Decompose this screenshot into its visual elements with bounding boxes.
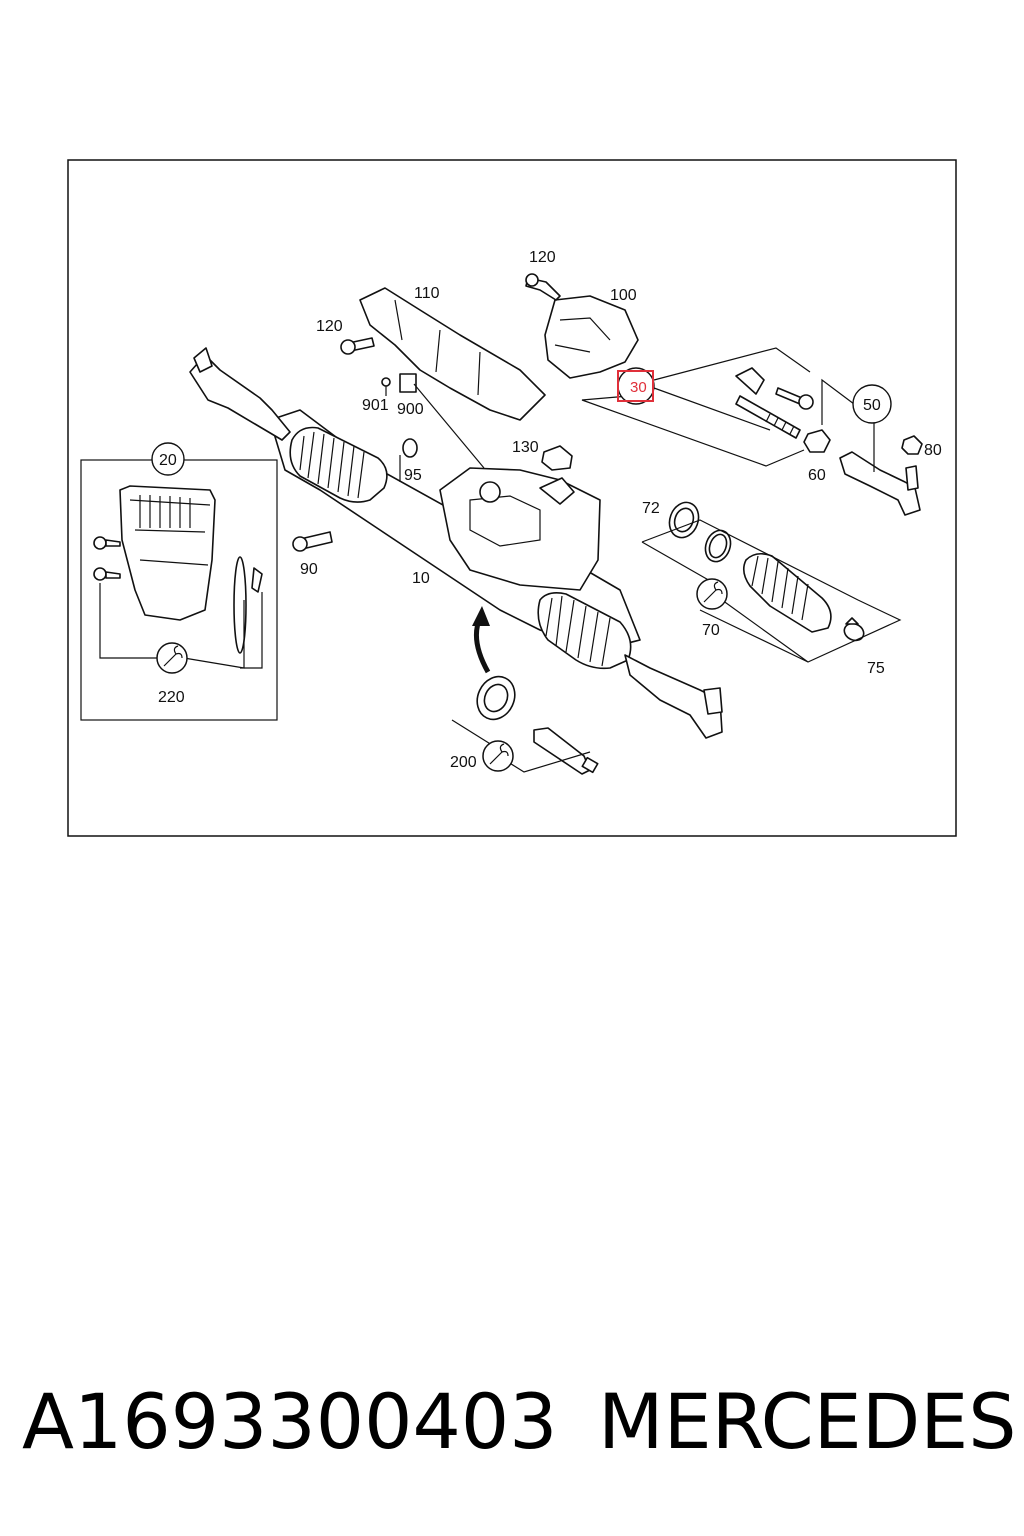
label-80: 80 bbox=[924, 442, 942, 459]
label-110: 110 bbox=[414, 285, 440, 302]
bolt-30 bbox=[775, 387, 814, 410]
label-901: 901 bbox=[362, 397, 389, 414]
clamp-75 bbox=[843, 617, 865, 642]
assembly-arrow bbox=[473, 616, 491, 674]
label-120-top: 120 bbox=[529, 249, 556, 266]
label-20: 20 bbox=[159, 452, 177, 469]
label-130: 130 bbox=[512, 439, 539, 456]
clip-901 bbox=[381, 377, 391, 396]
label-50: 50 bbox=[863, 397, 881, 414]
leader-70 bbox=[641, 519, 902, 663]
washer-95 bbox=[402, 438, 418, 458]
highlight-box-30 bbox=[617, 370, 654, 402]
clip-900 bbox=[399, 373, 417, 393]
label-70: 70 bbox=[702, 622, 720, 639]
nut-60 bbox=[803, 429, 831, 453]
boot-70 bbox=[742, 552, 832, 633]
label-30: 30 bbox=[630, 379, 647, 396]
label-72: 72 bbox=[642, 500, 660, 517]
brand-name: MERCEDES bbox=[598, 1377, 1017, 1466]
part-number: A1693300403 bbox=[22, 1377, 558, 1466]
nut-80 bbox=[901, 435, 923, 455]
label-200: 200 bbox=[450, 754, 477, 771]
wrench-icon-70 bbox=[696, 578, 728, 610]
motor-assembly-20 bbox=[93, 485, 263, 654]
ring-72 bbox=[668, 501, 700, 539]
label-900: 900 bbox=[397, 401, 424, 418]
leader-900 bbox=[413, 383, 485, 469]
wrench-icon-200 bbox=[482, 740, 514, 772]
heat-shield-110 bbox=[359, 287, 546, 421]
seal-ring-200 bbox=[476, 675, 516, 721]
assembly-arrowhead bbox=[472, 606, 490, 626]
bolt-120-upper bbox=[525, 273, 561, 301]
label-95: 95 bbox=[404, 467, 422, 484]
bracket-100 bbox=[544, 295, 639, 379]
ring-70 bbox=[704, 529, 732, 563]
wrench-icon-220 bbox=[156, 642, 188, 674]
callout-circle-50 bbox=[852, 384, 892, 424]
steering-rack-housing bbox=[189, 347, 723, 739]
label-90: 90 bbox=[300, 561, 318, 578]
grease-tube-200 bbox=[533, 727, 599, 775]
inner-tie-rod-30 bbox=[735, 367, 801, 439]
label-220: 220 bbox=[158, 689, 185, 706]
label-75: 75 bbox=[867, 660, 885, 677]
callout-circle-20 bbox=[151, 442, 185, 476]
outer-tie-rod-end-50 bbox=[839, 451, 921, 516]
diagram-frame bbox=[67, 159, 957, 837]
label-60: 60 bbox=[808, 467, 826, 484]
leader-220 bbox=[99, 583, 263, 669]
label-120-left: 120 bbox=[316, 318, 343, 335]
leader-50 bbox=[821, 378, 875, 472]
nut-130 bbox=[541, 445, 573, 471]
bolt-120-left bbox=[340, 337, 375, 355]
label-100: 100 bbox=[610, 287, 637, 304]
footer: A1693300403 MERCEDES bbox=[22, 1372, 1016, 1472]
bolt-90 bbox=[292, 531, 333, 552]
label-10: 10 bbox=[412, 570, 430, 587]
